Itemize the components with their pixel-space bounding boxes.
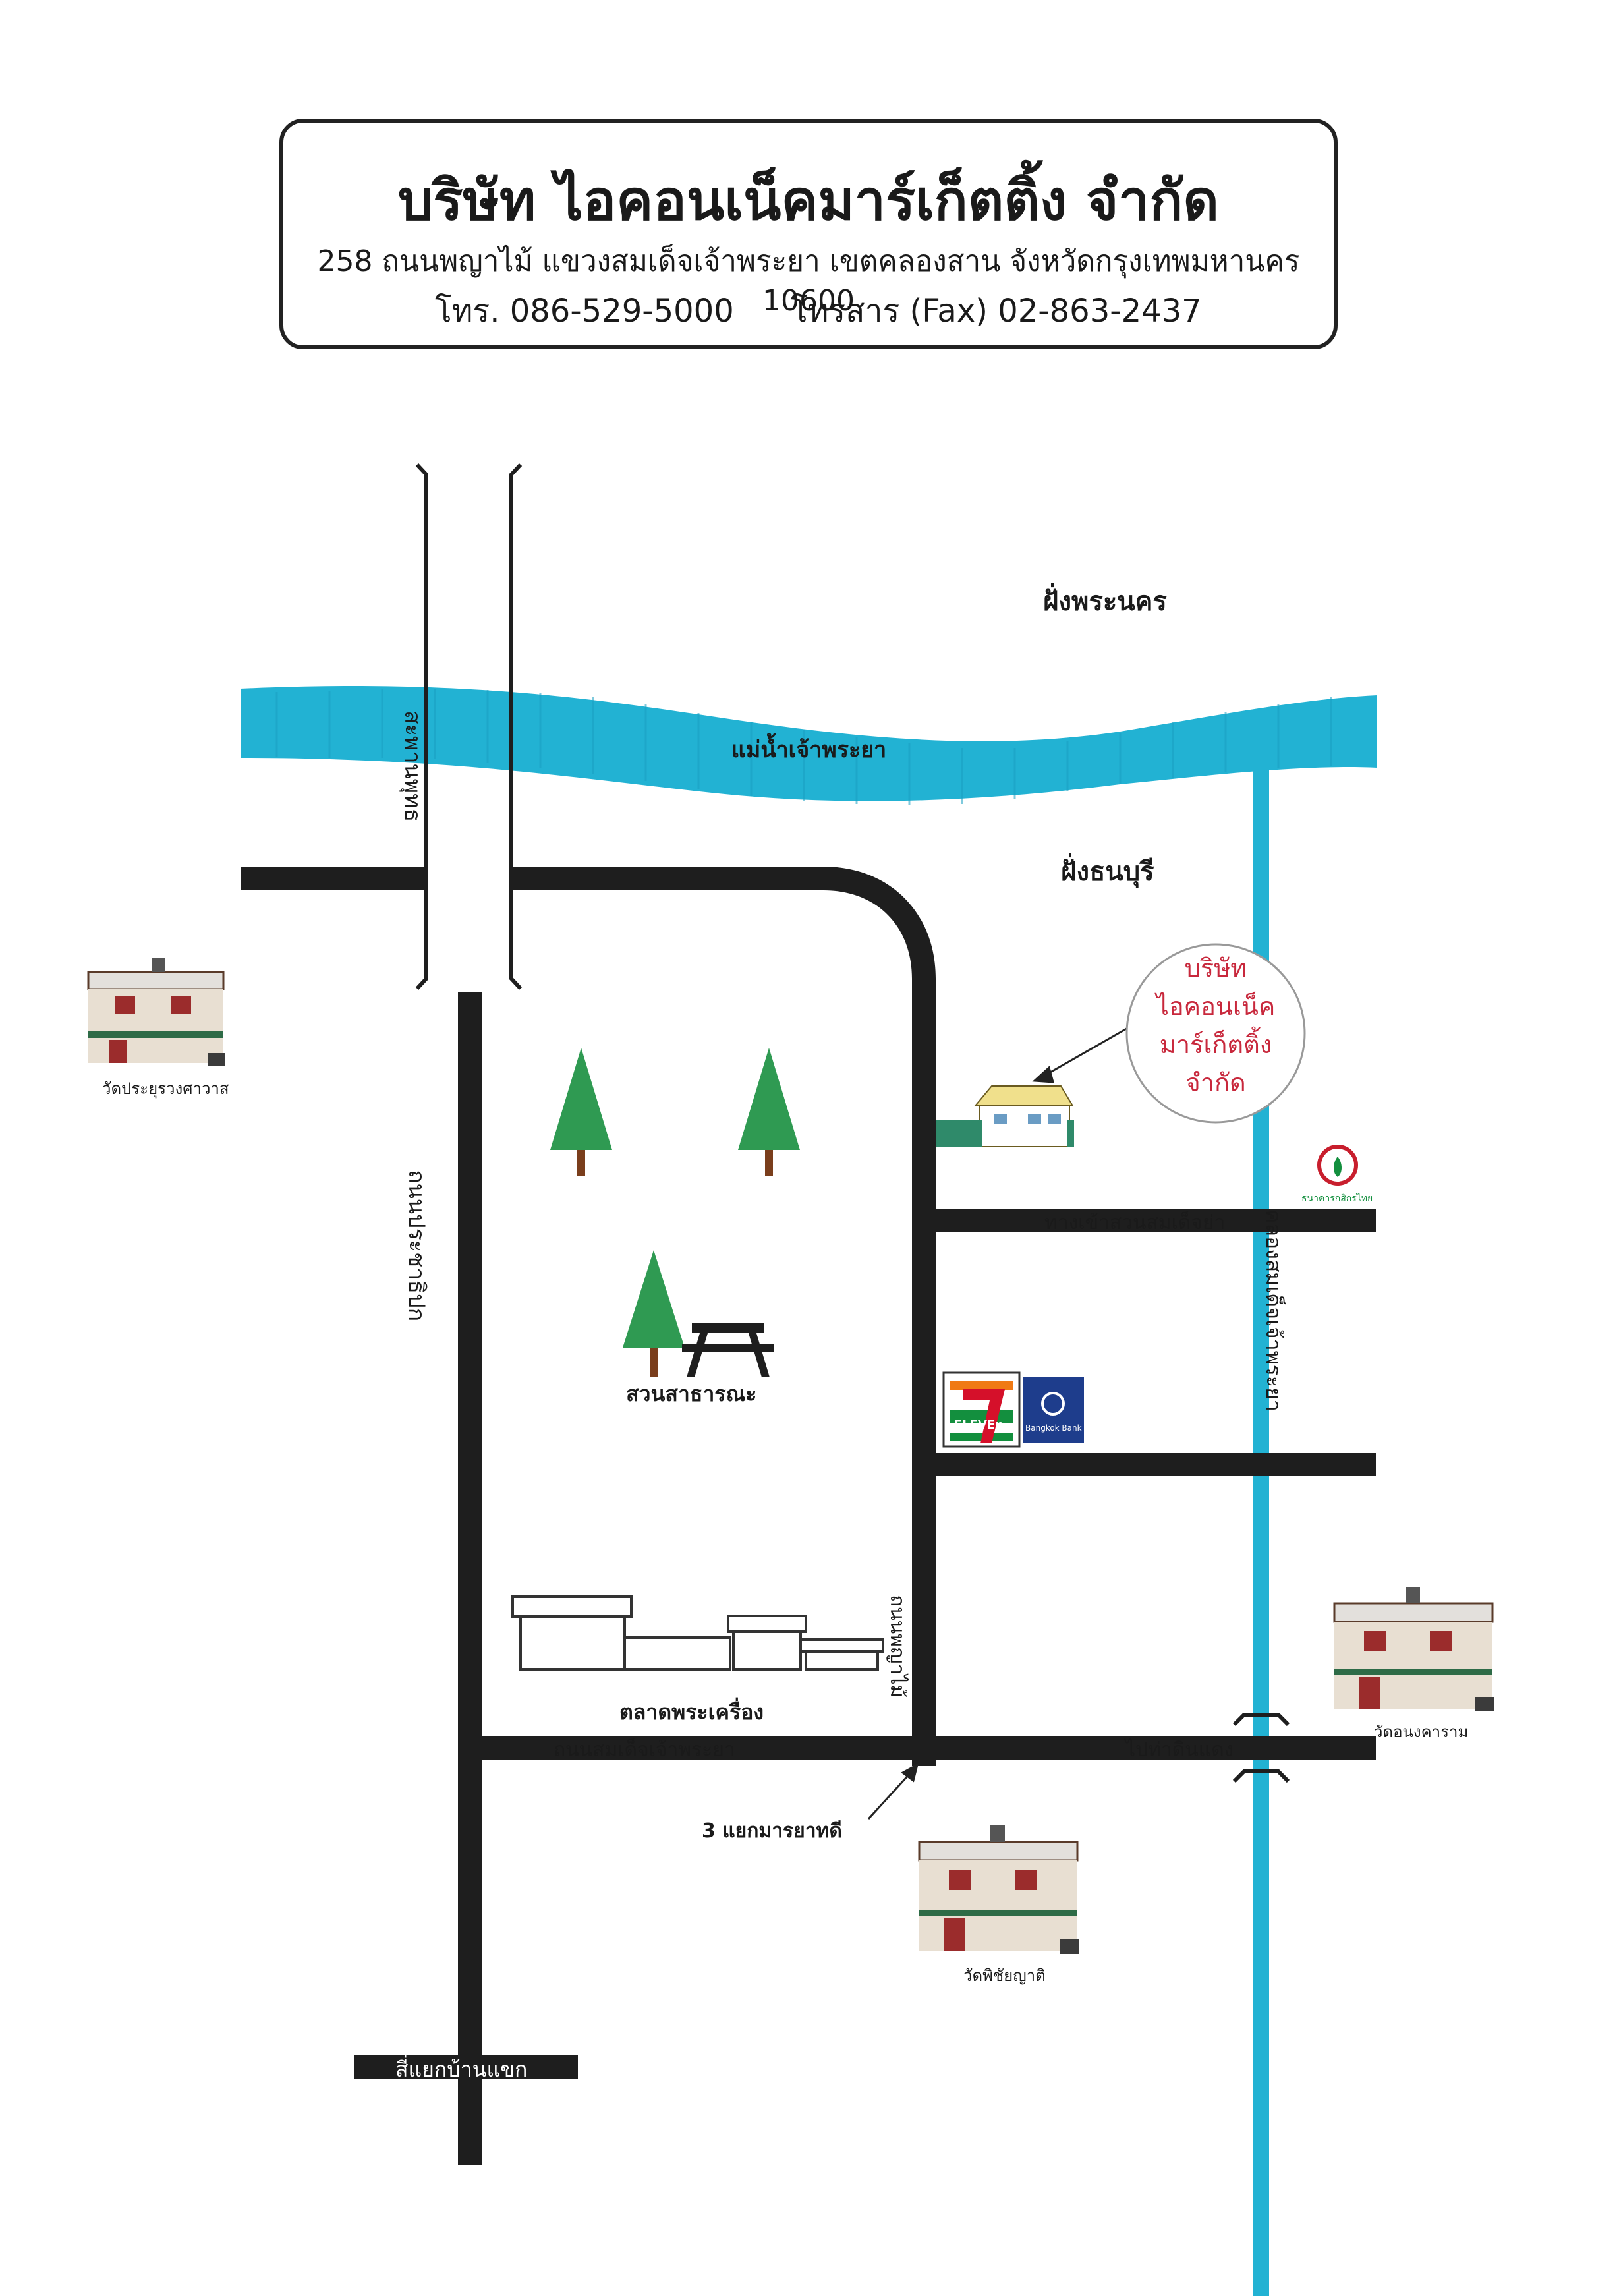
canal-bridge (1232, 1713, 1290, 1783)
company-bubble-text: บริษัท ไอคอนเน็ค มาร์เก็ตติ้ง จำกัด (1127, 949, 1305, 1102)
label-canal: คลองสมเด็จเจ้าพระยา (1261, 1209, 1286, 1412)
amulet-market-icon (511, 1595, 884, 1671)
label-kasikorn-bank: ธนาคารกสิกรไทย (1301, 1193, 1373, 1204)
company-phone: โทร. 086-529-5000 (435, 293, 734, 330)
label-junction-4: สี่แยกบ้านแขก (395, 2057, 528, 2082)
label-temple-phichaiyat: วัดพิชัยญาติ (963, 1966, 1046, 1985)
bangkok-bank-icon (1023, 1377, 1084, 1443)
company-bubble (1125, 943, 1306, 1124)
kasikorn-bank-icon (1317, 1145, 1358, 1186)
label-park-entrance: ทางเข้าสวนสมเด็จย่า (1044, 1211, 1226, 1234)
pointer-arrow-icon (1032, 1023, 1134, 1083)
bubble-line: ไอคอนเน็ค (1156, 992, 1276, 1021)
label-amulet-market: ตลาดพระเครื่อง (619, 1700, 764, 1725)
label-temple-anongkharam: วัดอนงคาราม (1374, 1723, 1469, 1741)
label-temple-prayurawong: วัดประยุรวงศาวาส (102, 1079, 229, 1098)
tree-icon (738, 1048, 800, 1176)
river (241, 686, 1377, 805)
roads (241, 867, 1376, 2165)
label-road-phaya-mai: ถนนพญาไม้ (886, 1595, 909, 1698)
temple-phichaiyat-icon (918, 1825, 1079, 1954)
bridge (415, 463, 523, 990)
label-bangkok-bank: Bangkok Bank (1025, 1423, 1082, 1433)
temple-prayurawong-icon (87, 958, 225, 1066)
tree-icon (623, 1250, 685, 1377)
junction-arrow-icon (867, 1763, 919, 1820)
label-road-prachathipok: ถนนประชาธิปก (403, 1170, 430, 1322)
label-junction-3: 3 แยกมารยาทดี (702, 1820, 842, 1843)
bubble-line: มาร์เก็ตติ้ง (1159, 1030, 1272, 1059)
bubble-line: บริษัท (1184, 954, 1247, 983)
label-river: แม่น้ำเจ้าพระยา (731, 737, 887, 763)
tree-icon (550, 1048, 612, 1176)
label-seven-eleven: ELEVEn (954, 1418, 1004, 1432)
bubble-line: จำกัด (1185, 1068, 1246, 1097)
label-bridge: สะพานพุทธ (399, 710, 426, 822)
seven-eleven-icon (942, 1371, 1021, 1448)
picnic-table-icon (682, 1323, 774, 1377)
label-road-somdet: ถนนสมเด็จเจ้าพระยา (554, 1738, 735, 1762)
company-address: 258 ถนนพญาไม้ แขวงสมเด็จเจ้าพระยา เขตคลอ… (317, 244, 1300, 318)
label-road-to-din-daeng: ไปท่าดินแดง (1125, 1738, 1234, 1762)
company-fax: โทรสาร (Fax) 02-863-2437 (791, 293, 1202, 330)
label-bank-thonburi: ฝั่งธนบุรี (1061, 857, 1154, 887)
company-header: บริษัท ไอคอนเน็คมาร์เก็ตติ้ง จำกัด 258 ถ… (279, 119, 1338, 349)
company-building-icon (936, 1085, 1074, 1147)
company-name: บริษัท ไอคอนเน็คมาร์เก็ตติ้ง จำกัด (398, 168, 1219, 233)
temple-anongkharam-icon (1333, 1587, 1494, 1711)
label-public-park: สวนสาธารณะ (626, 1381, 757, 1406)
label-bank-phra-nakhon: ฝั่งพระนคร (1043, 587, 1167, 617)
